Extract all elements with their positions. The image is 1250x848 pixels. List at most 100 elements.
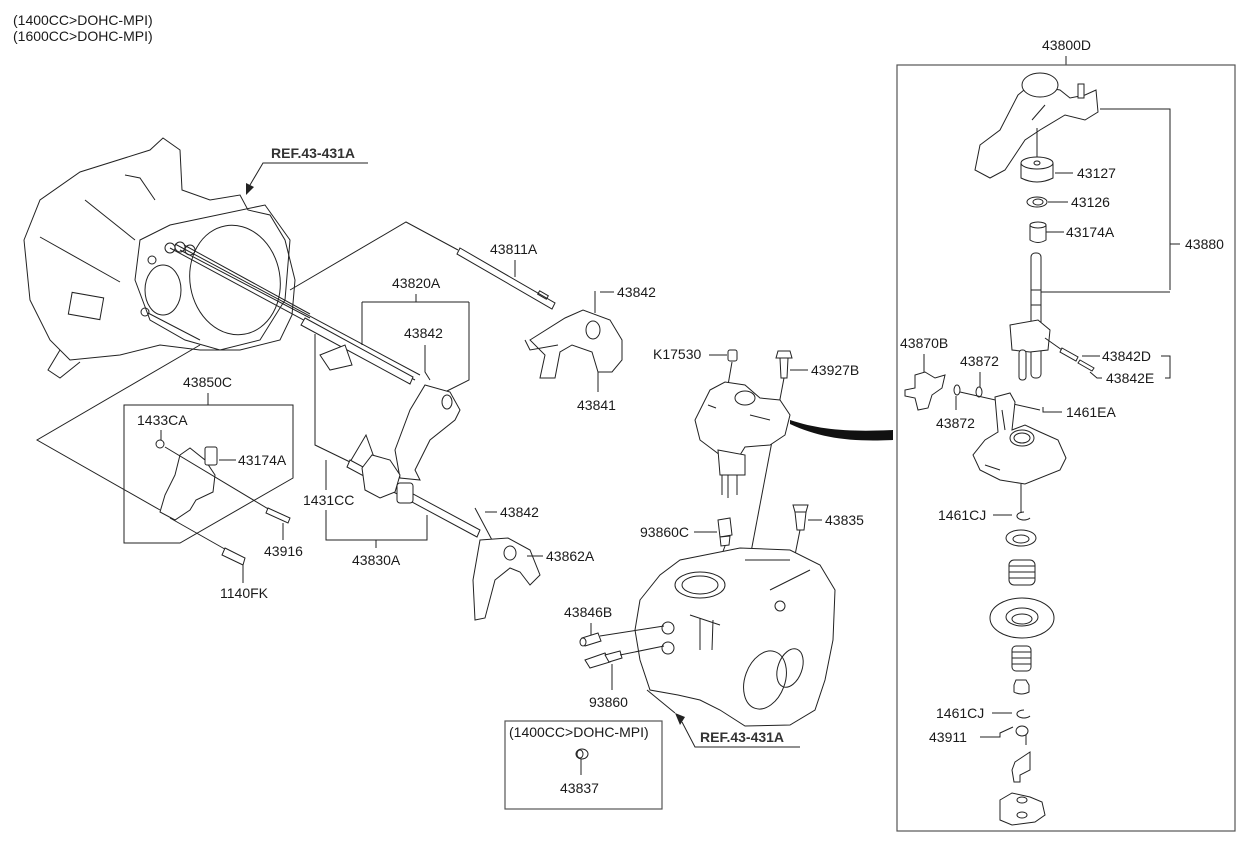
part-spring-upper[interactable]	[1008, 559, 1036, 586]
label-43870B[interactable]: 43870B	[900, 335, 948, 351]
leader-43842E	[1089, 371, 1102, 379]
label-43830A[interactable]: 43830A	[352, 552, 401, 568]
bracket-43880-bottom	[1161, 355, 1171, 379]
part-93860C-switch[interactable]	[717, 517, 733, 547]
reference-label-top[interactable]: REF.43-431A	[271, 145, 355, 161]
label-43916[interactable]: 43916	[264, 543, 303, 559]
transmission-housing-left[interactable]	[23, 137, 296, 379]
part-43842D-pin[interactable]	[1059, 347, 1079, 362]
part-43911-torsion-spring[interactable]	[1015, 725, 1029, 745]
part-spring-cap[interactable]	[1013, 679, 1030, 695]
part-1433CA[interactable]	[155, 439, 165, 449]
label-43846B[interactable]: 43846B	[564, 604, 612, 620]
label-43841[interactable]: 43841	[577, 397, 616, 413]
part-select-lever[interactable]	[1011, 751, 1031, 783]
assembly-box-43800D	[896, 64, 1236, 832]
part-43126-seal[interactable]	[1026, 196, 1048, 208]
shift-control-housing[interactable]	[694, 381, 791, 498]
axis-43842D	[1044, 337, 1063, 351]
part-43841-shift-fork[interactable]	[524, 309, 623, 379]
reference-callout-top[interactable]: REF.43-431A	[246, 145, 368, 195]
label-43842-top[interactable]: 43842	[617, 284, 656, 300]
label-43872-top[interactable]: 43872	[960, 353, 999, 369]
part-43927B-bolt[interactable]	[775, 350, 793, 379]
label-1461CJ-lower[interactable]: 1461CJ	[936, 705, 984, 721]
inset-variant-label: (1400CC>DOHC-MPI)	[509, 724, 649, 740]
part-1461CJ-clip-lower[interactable]	[1016, 709, 1031, 719]
part-lever-bracket[interactable]	[999, 792, 1046, 826]
leader-line-43850C-group	[35, 344, 201, 511]
part-43850C-shift-lug[interactable]	[159, 446, 218, 521]
label-1140FK[interactable]: 1140FK	[220, 585, 269, 601]
label-1461CJ-upper[interactable]: 1461CJ	[938, 507, 986, 523]
axis-1140FK	[169, 517, 231, 553]
part-43870B-bracket[interactable]	[904, 371, 946, 411]
label-1433CA[interactable]: 1433CA	[137, 412, 188, 428]
leader-line-43811A-group	[289, 221, 459, 291]
arrow-head-icon	[246, 183, 254, 195]
label-43842-mid[interactable]: 43842	[404, 325, 443, 341]
label-43835[interactable]: 43835	[825, 512, 864, 528]
part-retainer-cup[interactable]	[1005, 529, 1037, 547]
label-43842D[interactable]: 43842D	[1102, 348, 1151, 364]
label-1461EA[interactable]: 1461EA	[1066, 404, 1116, 420]
label-43880[interactable]: 43880	[1185, 236, 1224, 252]
label-43127[interactable]: 43127	[1077, 165, 1116, 181]
label-93860[interactable]: 93860	[589, 694, 628, 710]
part-1140FK-bolt[interactable]	[221, 547, 246, 566]
part-43837-plug[interactable]	[575, 748, 589, 760]
label-1431CC[interactable]: 1431CC	[303, 492, 354, 508]
variant-label-1400cc: (1400CC>DOHC-MPI)	[13, 12, 153, 28]
part-K17530[interactable]	[727, 349, 738, 362]
pin-43842-mid	[424, 345, 431, 381]
label-43842-low[interactable]: 43842	[500, 504, 539, 520]
part-spring-lower[interactable]	[1011, 645, 1032, 672]
leader-43911	[980, 726, 1014, 738]
label-43820A[interactable]: 43820A	[392, 275, 441, 291]
transmission-case-center[interactable]	[634, 547, 836, 727]
leader-1461EA	[1042, 407, 1062, 413]
part-spring-seat-disc[interactable]	[989, 597, 1055, 639]
label-43800D[interactable]: 43800D	[1042, 37, 1091, 53]
label-43927B[interactable]: 43927B	[811, 362, 859, 378]
label-43837[interactable]: 43837	[560, 780, 599, 796]
reference-label-bottom[interactable]: REF.43-431A	[700, 729, 784, 745]
label-43862A[interactable]: 43862A	[546, 548, 595, 564]
part-shift-shaft[interactable]	[1009, 252, 1051, 381]
part-93860-switch[interactable]	[584, 650, 623, 669]
part-43862A-shift-fork[interactable]	[472, 537, 541, 621]
part-43127-bushing[interactable]	[1020, 156, 1054, 183]
part-43872-oring-2[interactable]	[975, 386, 983, 398]
label-93860C[interactable]: 93860C	[640, 524, 689, 540]
arrow-head-icon	[675, 713, 685, 725]
connector-swoosh	[790, 420, 893, 441]
variant-label-1600cc: (1600CC>DOHC-MPI)	[13, 28, 153, 44]
label-43811A[interactable]: 43811A	[490, 241, 538, 257]
label-43911[interactable]: 43911	[929, 729, 967, 745]
axis-93860	[619, 645, 665, 656]
label-K17530[interactable]: K17530	[653, 346, 701, 362]
leader-line-43830A-group	[314, 334, 351, 463]
part-shift-cover[interactable]	[972, 392, 1067, 485]
part-1461CJ-clip-upper[interactable]	[1016, 511, 1031, 521]
label-43126[interactable]: 43126	[1071, 194, 1110, 210]
part-43842E-pin[interactable]	[1077, 359, 1095, 372]
bracket-43820A	[361, 294, 470, 393]
bracket-43850C	[123, 393, 294, 544]
label-43842E[interactable]: 43842E	[1106, 370, 1154, 386]
label-43174A-right[interactable]: 43174A	[1066, 224, 1115, 240]
part-43846B-plug[interactable]	[579, 632, 602, 647]
part-43872-oring-1[interactable]	[953, 384, 961, 396]
part-43811A-shift-rail[interactable]	[456, 247, 556, 310]
reference-callout-bottom[interactable]: REF.43-431A	[646, 689, 800, 748]
label-43850C[interactable]: 43850C	[183, 374, 232, 390]
part-43830A-shift-rail[interactable]	[346, 454, 481, 538]
part-43835-plug[interactable]	[792, 504, 809, 531]
part-43820A-shift-fork[interactable]	[394, 384, 461, 481]
part-43916-bolt[interactable]	[265, 507, 291, 524]
label-43174A-left[interactable]: 43174A	[238, 452, 287, 468]
part-43174A-bushing-right[interactable]	[1029, 221, 1047, 243]
label-43872-bottom[interactable]: 43872	[936, 415, 975, 431]
part-43820A-shift-rail[interactable]	[300, 317, 414, 385]
